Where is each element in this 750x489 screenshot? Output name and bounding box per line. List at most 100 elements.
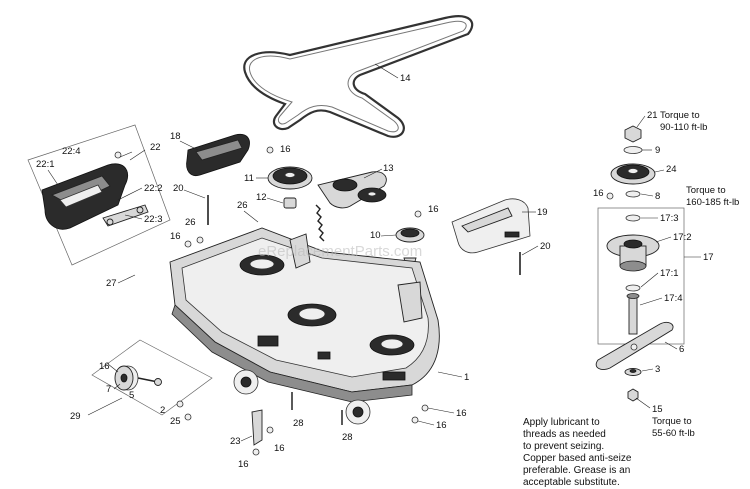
callout-16b: 16 <box>428 204 439 215</box>
idler-arm-13[interactable] <box>317 171 387 209</box>
spindle-pulley-24[interactable] <box>610 163 656 185</box>
bolt <box>266 146 274 154</box>
bolt <box>266 426 274 434</box>
note-line-3: to prevent seizing. <box>523 441 604 452</box>
callout-24: 24 <box>666 164 677 175</box>
callout-16f: 16 <box>274 443 285 454</box>
spacer-8[interactable] <box>625 190 641 198</box>
spindle-housing-17-2[interactable] <box>606 234 660 272</box>
torque-2-line2: 160-185 ft-lb <box>686 197 739 208</box>
spindle-shaft-17-4[interactable] <box>626 293 640 335</box>
deck-wheel-rear[interactable] <box>345 399 371 425</box>
wheel-bracket-23[interactable] <box>251 409 263 446</box>
callout-2: 2 <box>160 405 165 416</box>
washer-9[interactable] <box>623 146 643 154</box>
bolt <box>252 448 260 456</box>
callout-15: 15 <box>652 404 663 415</box>
callout-16a: 16 <box>280 144 291 155</box>
drive-belt[interactable] <box>243 15 474 138</box>
blade-washer-3[interactable] <box>624 368 642 376</box>
torque-1-line1: Torque to <box>660 110 700 121</box>
callout-26-b: 26 <box>185 217 196 228</box>
callout-22-1: 22:1 <box>36 159 55 170</box>
bolt <box>184 413 192 421</box>
bearing-17-1[interactable] <box>625 284 641 292</box>
callout-28b: 28 <box>342 432 353 443</box>
callout-22-4: 22:4 <box>62 146 81 157</box>
callout-22-2: 22:2 <box>144 183 163 194</box>
bolt <box>411 416 419 424</box>
note-line-5: preferable. Grease is an <box>523 465 630 476</box>
spindle-nut-21[interactable] <box>624 125 642 143</box>
callout-10: 10 <box>370 230 381 241</box>
gauge-wheel-7[interactable] <box>114 365 139 391</box>
cover-assembly-box <box>27 124 171 266</box>
callout-14: 14 <box>400 73 411 84</box>
callout-20a: 20 <box>173 183 184 194</box>
callout-27: 27 <box>106 278 117 289</box>
deck-wheel-front[interactable] <box>233 369 259 395</box>
callout-5: 5 <box>129 390 134 401</box>
callout-9: 9 <box>655 145 660 156</box>
callout-1: 1 <box>464 372 469 383</box>
belt-cover-19[interactable] <box>451 198 531 254</box>
idler-pulley-11[interactable] <box>267 166 313 190</box>
callout-16g: 16 <box>238 459 249 470</box>
callout-28a: 28 <box>293 418 304 429</box>
callout-17-1: 17:1 <box>660 268 679 279</box>
callout-16h: 16 <box>99 361 110 372</box>
callout-19: 19 <box>537 207 548 218</box>
callout-12a: 12 <box>256 192 267 203</box>
torque-3-line2: 55-60 ft-lb <box>652 428 695 439</box>
callout-22: 22 <box>150 142 161 153</box>
note-line-4: Copper based anti-seize <box>523 453 632 464</box>
callout-18: 18 <box>170 131 181 142</box>
bolt <box>176 400 184 408</box>
spacer-12a[interactable] <box>283 197 297 209</box>
bolt <box>421 404 429 412</box>
callout-17-4: 17:4 <box>664 293 683 304</box>
callout-13: 13 <box>383 163 394 174</box>
spring[interactable] <box>315 204 325 242</box>
bearing-17-3[interactable] <box>625 214 641 222</box>
callout-7: 7 <box>106 384 111 395</box>
mower-deck-1[interactable] <box>169 227 440 403</box>
belt-cover-right-18[interactable] <box>186 133 250 177</box>
bolt <box>606 192 614 200</box>
torque-2-line1: Torque to <box>686 185 726 196</box>
callout-23: 23 <box>230 436 241 447</box>
watermark-text: eReplacementParts.com <box>258 243 422 260</box>
bolt <box>196 236 204 244</box>
torque-3-line1: Torque to <box>652 416 692 427</box>
belt-cover-left[interactable] <box>41 163 129 230</box>
bolt <box>414 210 422 218</box>
callout-17-2: 17:2 <box>673 232 692 243</box>
callout-6: 6 <box>679 344 684 355</box>
callout-29: 29 <box>70 411 81 422</box>
mower-blade-6[interactable] <box>595 321 674 371</box>
callout-26: 26 <box>237 200 248 211</box>
callout-11: 11 <box>244 173 254 184</box>
callout-22-3: 22:3 <box>144 214 163 225</box>
callout-3: 3 <box>655 364 660 375</box>
lubrication-note: Apply lubricant to threads as needed to … <box>523 417 632 488</box>
wheel-kit-box <box>91 339 213 416</box>
callout-20b: 20 <box>540 241 551 252</box>
cover-bracket[interactable] <box>102 204 149 227</box>
cover-knob <box>114 151 122 159</box>
note-line-6: acceptable substitute. <box>523 477 620 488</box>
callout-16d: 16 <box>456 408 467 419</box>
note-line-1: Apply lubricant to <box>523 417 600 428</box>
pulley-10[interactable] <box>395 227 425 243</box>
callout-16i: 16 <box>593 188 604 199</box>
callout-25: 25 <box>170 416 181 427</box>
callout-17: 17 <box>703 252 714 263</box>
callout-21: 21 <box>647 110 658 121</box>
callout-17-3: 17:3 <box>660 213 679 224</box>
torque-1-line2: 90-110 ft-lb <box>660 122 707 133</box>
callout-16e: 16 <box>436 420 447 431</box>
note-line-2: threads as needed <box>523 429 606 440</box>
wheel-bolt-5[interactable] <box>137 377 162 386</box>
blade-bolt-15[interactable] <box>627 388 639 402</box>
